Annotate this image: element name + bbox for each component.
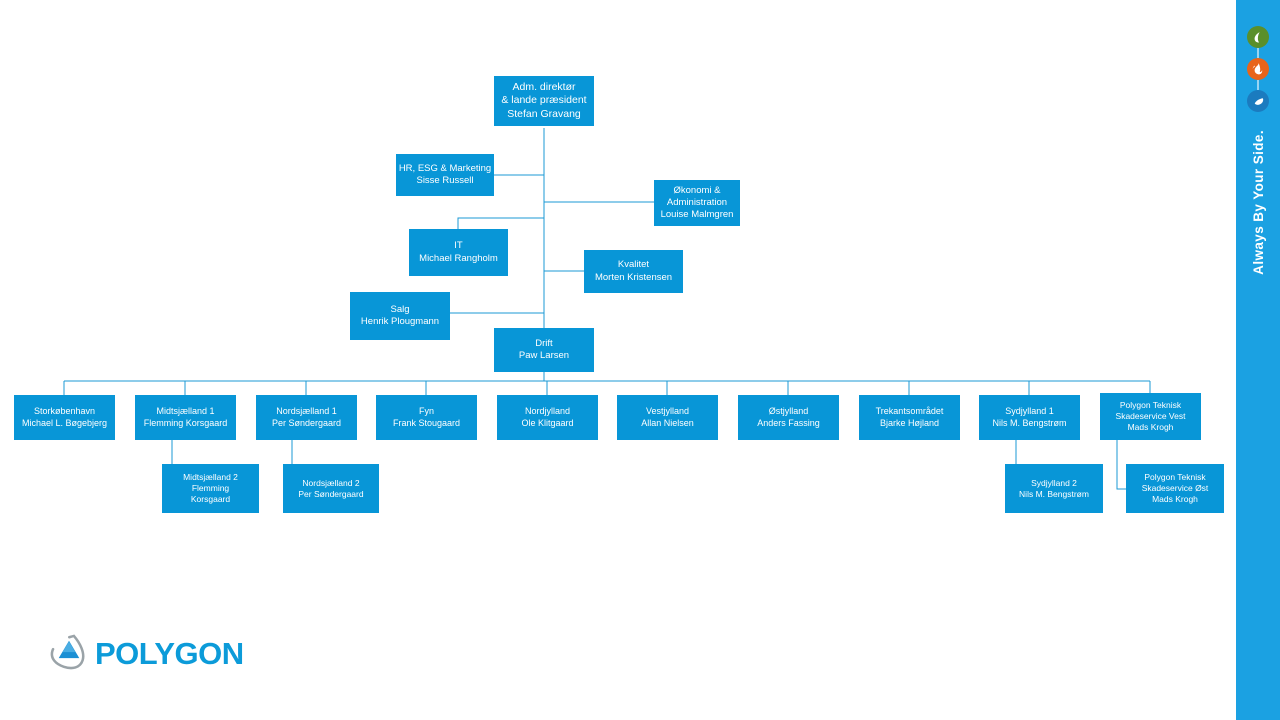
node-line: Storkøbenhavn	[33, 405, 96, 416]
node-line: Sisse Russell	[416, 175, 474, 186]
org-node-ostjylland[interactable]: Østjylland Anders Fassing	[738, 395, 839, 440]
node-line: Vestjylland	[645, 405, 690, 416]
org-node-fyn[interactable]: Fyn Frank Stougaard	[376, 395, 477, 440]
node-line: HR, ESG & Marketing	[398, 162, 492, 174]
org-node-hr-esg-marketing[interactable]: HR, ESG & Marketing Sisse Russell	[396, 154, 494, 196]
node-line: Per Søndergaard	[271, 417, 342, 428]
node-line: Sydjylland 1	[1005, 405, 1054, 416]
org-node-salg[interactable]: Salg Henrik Plougmann	[350, 292, 450, 340]
node-line: Per Søndergaard	[298, 488, 364, 499]
node-line: Louise Malmgren	[660, 209, 734, 221]
org-node-nordjylland[interactable]: Nordjylland Ole Klitgaard	[497, 395, 598, 440]
node-line: Nils M. Bengstrøm	[1019, 488, 1089, 499]
org-node-polygon-teknisk-skadeservice-ost[interactable]: Polygon Teknisk Skadeservice Øst Mads Kr…	[1126, 464, 1224, 513]
node-line: Sydjylland 2	[1031, 477, 1077, 488]
node-line: Midtsjælland 1	[156, 405, 215, 416]
node-line: Skadeservice Vest	[1115, 411, 1186, 422]
brand-tagline: Always By Your Side.	[1250, 130, 1266, 275]
node-line: Midtsjælland 2	[183, 472, 238, 483]
node-line: Ole Klitgaard	[521, 417, 574, 428]
org-node-ceo[interactable]: Adm. direktør & lande præsident Stefan G…	[494, 76, 594, 126]
node-line: Henrik Plougmann	[360, 316, 440, 327]
node-line: Polygon Teknisk	[1119, 400, 1182, 411]
node-line: Stefan Gravang	[507, 107, 581, 120]
node-line: Fyn	[418, 405, 434, 416]
node-line: Mads Krogh	[1127, 421, 1174, 432]
org-node-okonomi-administration[interactable]: Økonomi & Administration Louise Malmgren	[654, 180, 740, 226]
org-node-drift[interactable]: Drift Paw Larsen	[494, 328, 594, 372]
node-line: Adm. direktør	[512, 80, 576, 93]
node-line: Salg	[390, 303, 410, 315]
node-line: Frank Stougaard	[392, 417, 461, 428]
node-line: Nordsjælland 2	[302, 477, 360, 488]
node-line: Nordjylland	[524, 405, 571, 416]
org-node-midtsjaelland-1[interactable]: Midtsjælland 1 Flemming Korsgaard	[135, 395, 236, 440]
org-node-trekantsomradet[interactable]: Trekantsområdet Bjarke Højland	[859, 395, 960, 440]
node-line: Anders Fassing	[757, 417, 820, 428]
node-line: Trekantsområdet	[875, 405, 944, 416]
node-line: Nordsjælland 1	[276, 405, 337, 416]
node-line: Mads Krogh	[1152, 493, 1198, 504]
org-node-storkobenhavn[interactable]: Storkøbenhavn Michael L. Bøgebjerg	[14, 395, 115, 440]
node-line: Administration	[666, 196, 728, 208]
node-line: Michael L. Bøgebjerg	[21, 417, 108, 428]
org-node-kvalitet[interactable]: Kvalitet Morten Kristensen	[584, 250, 683, 293]
org-node-nordsjaelland-2[interactable]: Nordsjælland 2 Per Søndergaard	[283, 464, 379, 513]
node-line: Korsgaard	[190, 493, 231, 504]
node-line: & lande præsident	[501, 94, 587, 107]
node-line: Østjylland	[768, 405, 809, 416]
node-line: Drift	[535, 337, 553, 349]
node-line: Polygon Teknisk	[1144, 472, 1206, 483]
icon-connector	[1257, 80, 1259, 90]
org-node-polygon-teknisk-skadeservice-vest[interactable]: Polygon Teknisk Skadeservice Vest Mads K…	[1100, 393, 1201, 440]
polygon-triangle-drop-icon	[50, 632, 88, 675]
node-line: Skadeservice Øst	[1141, 483, 1209, 494]
org-node-vestjylland[interactable]: Vestjylland Allan Nielsen	[617, 395, 718, 440]
node-line: Paw Larsen	[518, 350, 570, 361]
icon-connector	[1257, 48, 1259, 58]
org-node-nordsjaelland-1[interactable]: Nordsjælland 1 Per Søndergaard	[256, 395, 357, 440]
node-line: Flemming	[191, 483, 230, 494]
polygon-logo: POLYGON	[50, 632, 244, 675]
sidebar-icon-group	[1247, 26, 1269, 112]
org-node-it[interactable]: IT Michael Rangholm	[409, 229, 508, 276]
logo-wordmark: POLYGON	[95, 635, 244, 671]
node-line: Morten Kristensen	[594, 271, 673, 283]
fire-icon	[1247, 58, 1269, 90]
node-line: Flemming Korsgaard	[143, 417, 228, 428]
org-chart-canvas: Adm. direktør & lande præsident Stefan G…	[14, 76, 1224, 675]
water-drop-icon	[1247, 90, 1269, 112]
node-line: Michael Rangholm	[419, 252, 498, 264]
node-line: IT	[454, 240, 463, 252]
brand-sidebar: Always By Your Side.	[1236, 0, 1280, 720]
org-node-midtsjaelland-2[interactable]: Midtsjælland 2 Flemming Korsgaard	[162, 464, 259, 513]
org-node-sydjylland-2[interactable]: Sydjylland 2 Nils M. Bengstrøm	[1005, 464, 1103, 513]
humidity-leaf-icon	[1247, 26, 1269, 58]
org-node-sydjylland-1[interactable]: Sydjylland 1 Nils M. Bengstrøm	[979, 395, 1080, 440]
node-line: Økonomi &	[673, 184, 721, 196]
connector-layer	[63, 128, 1151, 490]
node-line: Bjarke Højland	[879, 417, 940, 428]
node-line: Nils M. Bengstrøm	[992, 417, 1067, 428]
node-line: Allan Nielsen	[641, 417, 694, 428]
node-line: Kvalitet	[617, 259, 650, 271]
